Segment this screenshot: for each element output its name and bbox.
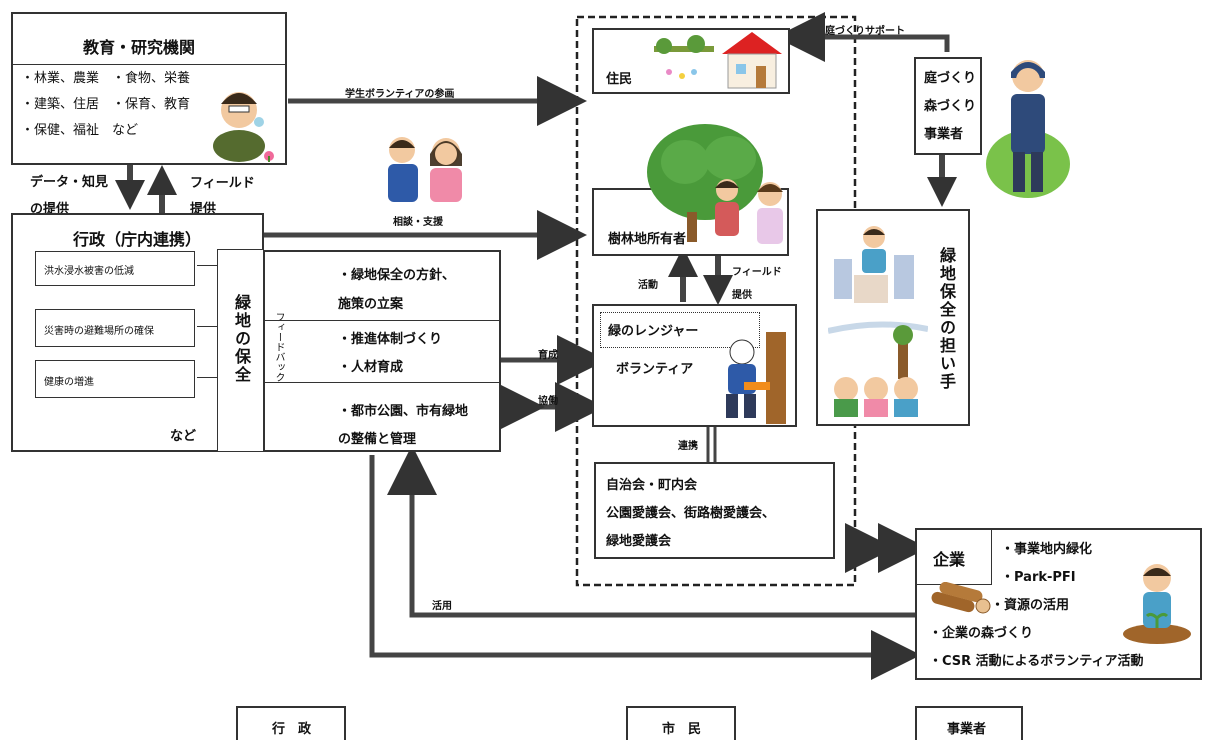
collaboration-label: 連携 xyxy=(678,441,698,452)
policy-item: ・人材育成 xyxy=(338,360,404,375)
admin-item: 健康の増進 xyxy=(35,360,195,398)
education-field: ・建築、住居 ・保育、教育 xyxy=(21,97,191,112)
education-fields: ・林業、農業 ・食物、栄養 ・建築、住居 ・保育、教育 ・保健、福祉 など xyxy=(21,66,190,144)
researcher-illustration xyxy=(213,92,274,162)
child-planting-illustration xyxy=(1123,564,1191,644)
conservation-bearers-label: 緑地保全の担い手 xyxy=(937,247,956,391)
education-field: ・保健、福祉 など xyxy=(21,123,139,138)
feedback-label: フィードバック xyxy=(273,312,284,382)
company-title-cell: 企業 xyxy=(917,530,992,585)
community-item: 公園愛護会、街路樹愛護会、 xyxy=(606,506,776,521)
policy-item: 施策の立案 xyxy=(338,297,404,312)
company-item: ・事業地内緑化 xyxy=(1001,542,1093,557)
forest-owner-label: 樹林地所有者 xyxy=(608,232,687,247)
company-title: 企業 xyxy=(933,550,966,569)
logs-illustration xyxy=(931,582,991,614)
arrow-admin-company xyxy=(369,455,921,680)
training-label: 育成 xyxy=(538,350,558,361)
chainsaw-worker-illustration xyxy=(726,332,786,424)
education-box: 教育・研究機関 ・林業、農業 ・食物、栄養 ・建築、住居 ・保育、教育 ・保健、… xyxy=(11,12,287,165)
company-item: ・企業の森づくり xyxy=(929,626,1034,641)
admin-title: 行政（庁内連携） xyxy=(73,230,202,249)
activity-label: 活動 xyxy=(638,280,658,291)
residents-label: 住民 xyxy=(606,72,633,87)
arrow-utilization xyxy=(387,445,915,618)
ranger-title-frame xyxy=(600,312,760,348)
legend-admin: 行 政 xyxy=(236,706,346,740)
consult-support-label: 相談・支援 xyxy=(393,217,443,228)
cooperation-label: 協働 xyxy=(538,396,558,407)
admin-item: 洪水浸水被害の低減 xyxy=(35,251,195,286)
admin-box: 行政（庁内連携） 洪水浸水被害の低減 災害時の避難場所の確保 健康の増進 など … xyxy=(11,213,264,452)
community-box: 自治会・町内会 公園愛護会、街路樹愛護会、 緑地愛護会 xyxy=(594,462,835,559)
garden-business-line: 森づくり xyxy=(924,99,977,114)
field-provide-owner-label: フィールド xyxy=(732,267,782,278)
conservation-bearers-box: 緑地保全の担い手 xyxy=(816,209,970,426)
company-item: ・資源の活用 xyxy=(991,598,1070,613)
student-volunteer-label: 学生ボランティアの参画 xyxy=(345,89,455,100)
community-item: 自治会・町内会 xyxy=(606,478,698,493)
garden-business-line: 庭づくり xyxy=(924,71,977,86)
green-conservation-box: 緑地の保全 xyxy=(217,249,264,452)
garden-support-label: 庭づくりサポート xyxy=(825,26,905,37)
utilization-label: 活用 xyxy=(432,601,452,612)
forest-owner-illustration xyxy=(647,124,783,244)
garden-business-box: 庭づくり 森づくり 事業者 xyxy=(914,57,982,155)
policy-item: ・都市公園、市有緑地 xyxy=(338,404,469,419)
field-provide-label: フィールド xyxy=(190,176,255,191)
policy-item: ・推進体制づくり xyxy=(338,332,443,347)
data-knowledge-label: データ・知見 xyxy=(30,175,109,190)
admin-etc: など xyxy=(170,429,197,444)
admin-item: 災害時の避難場所の確保 xyxy=(35,309,195,347)
company-item: ・CSR 活動によるボランティア活動 xyxy=(929,654,1144,669)
legend-citizen: 市 民 xyxy=(626,706,736,740)
policy-item: の整備と管理 xyxy=(338,432,417,447)
gardener-illustration xyxy=(986,60,1070,198)
residents-box: 住民 xyxy=(592,28,790,94)
admin-policies-box: フィードバック ・緑地保全の方針、 施策の立案 ・推進体制づくり ・人材育成 ・… xyxy=(263,250,501,452)
garden-business-line: 事業者 xyxy=(924,127,964,142)
field-provide-owner-label-2: 提供 xyxy=(732,290,752,301)
consultation-illustration xyxy=(388,137,462,202)
community-item: 緑地愛護会 xyxy=(606,534,672,549)
policy-item: ・緑地保全の方針、 xyxy=(338,268,456,283)
ranger-title: 緑のレンジャー xyxy=(608,324,699,339)
education-title: 教育・研究機関 xyxy=(83,38,196,57)
legend-business: 事業者 xyxy=(915,706,1023,740)
company-item: ・Park-PFI xyxy=(1001,570,1076,585)
ranger-subtitle: ボランティア xyxy=(616,362,694,377)
ranger-box: 緑のレンジャー ボランティア xyxy=(592,304,797,427)
house-illustration xyxy=(654,32,782,89)
company-box: 企業 ・事業地内緑化 ・Park-PFI ・資源の活用 ・企業の森づくり ・CS… xyxy=(915,528,1202,680)
education-field: ・林業、農業 ・食物、栄養 xyxy=(21,71,191,86)
bearers-illustration xyxy=(828,226,928,417)
arrow-garden-support xyxy=(775,12,950,62)
